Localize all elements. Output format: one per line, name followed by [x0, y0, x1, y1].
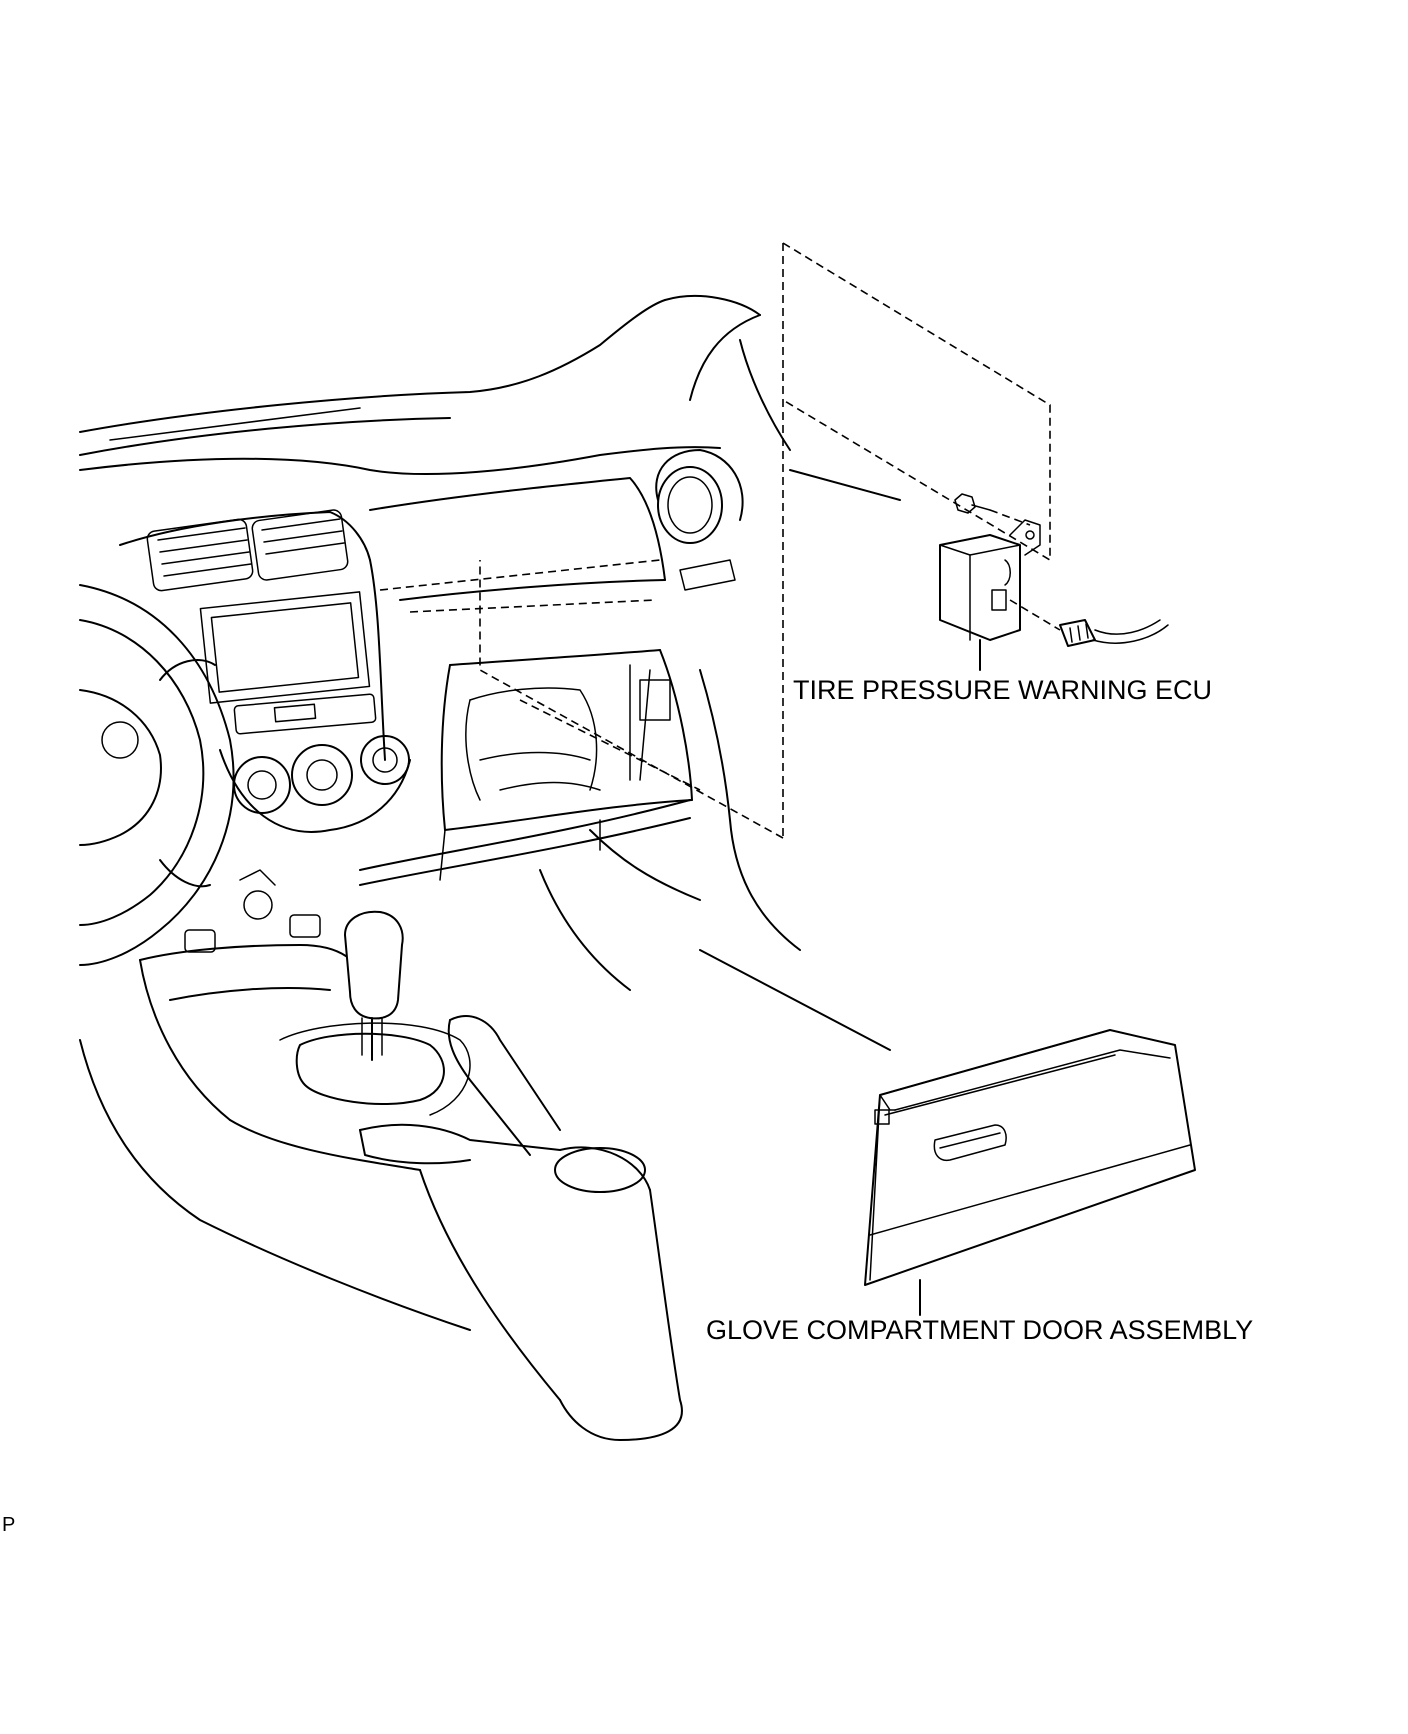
- glove-box-component: [864, 1029, 1196, 1316]
- glove-box-label: GLOVE COMPARTMENT DOOR ASSEMBLY: [706, 1315, 1253, 1345]
- corner-code: P: [2, 1514, 15, 1536]
- ecu-component: [939, 493, 1169, 671]
- dashboard-assembly: [79, 294, 901, 1051]
- ecu-label: TIRE PRESSURE WARNING ECU: [793, 675, 1212, 705]
- ecu-location-projection: [379, 242, 1051, 839]
- steering-wheel: [79, 584, 235, 966]
- center-console: [79, 869, 683, 1441]
